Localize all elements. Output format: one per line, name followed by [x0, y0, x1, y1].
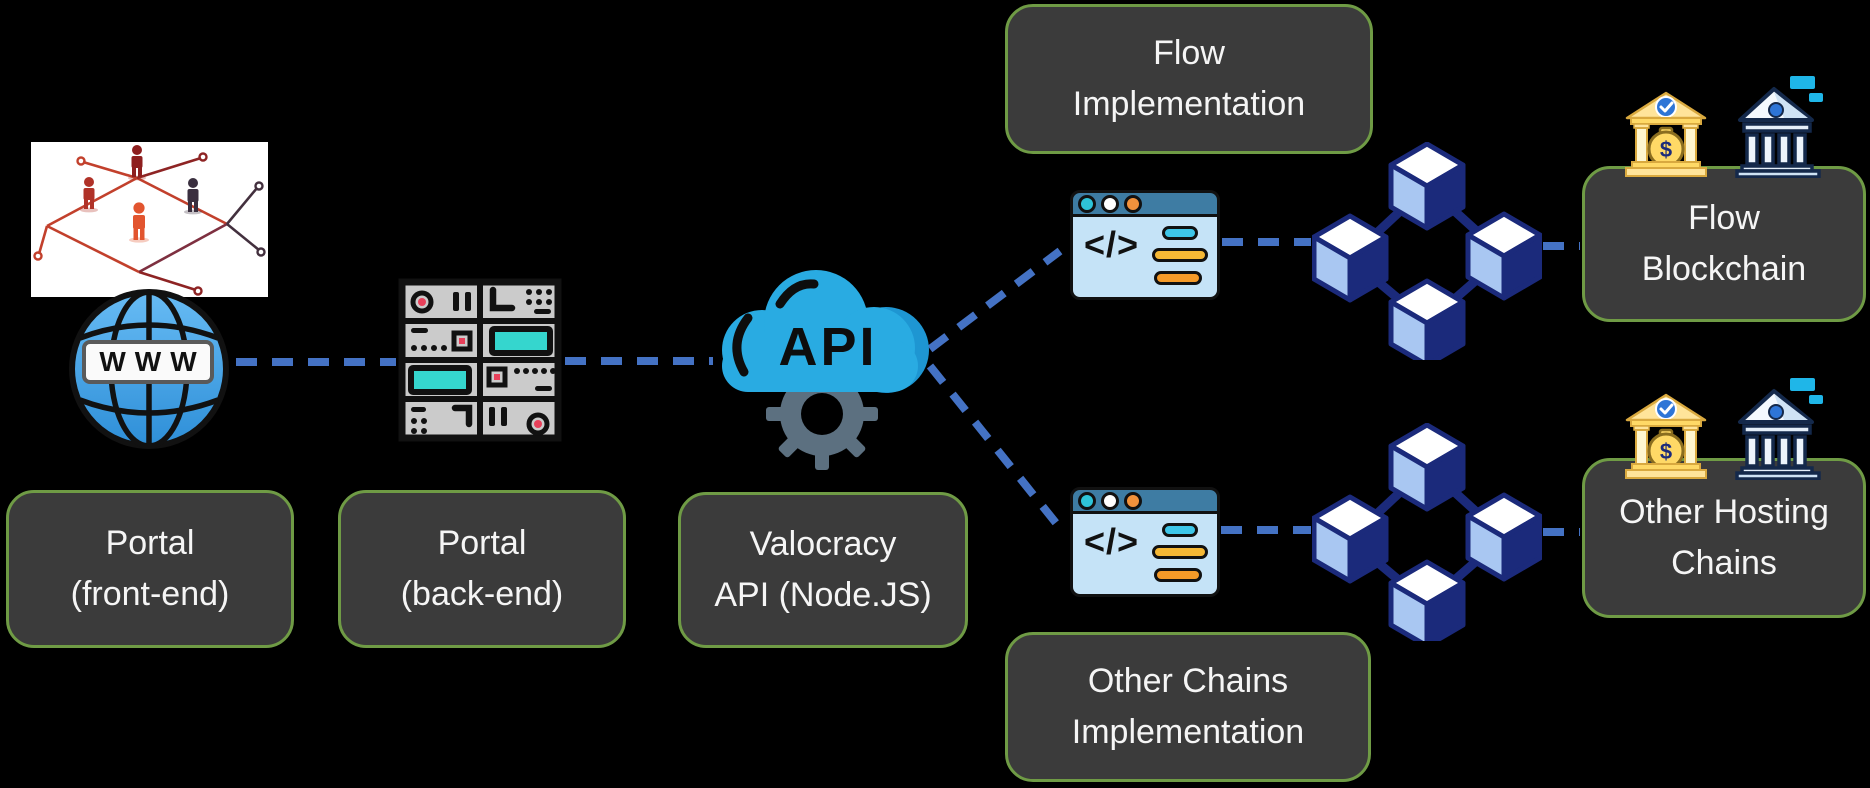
money-bag-dollar: $ — [1660, 137, 1672, 162]
node-label-line: Blockchain — [1641, 250, 1807, 288]
node-other-chains-implementation: Other Chains Implementation — [1005, 632, 1371, 782]
node-flow-blockchain: Flow Blockchain — [1582, 166, 1866, 322]
other-blockchain-network-icon — [1312, 423, 1542, 641]
window-dot-cyan-icon — [1078, 492, 1096, 510]
node-label-line: (back-end) — [400, 575, 564, 613]
code-symbol: </> — [1084, 521, 1140, 562]
team-network-image — [31, 142, 268, 297]
www-label: WWW — [99, 346, 206, 377]
connector-cloud-flowcode — [927, 247, 1063, 353]
flow-code-window-icon: </> — [1070, 190, 1220, 300]
node-label-line: Implementation — [1072, 85, 1306, 123]
code-line-orange — [1154, 568, 1202, 582]
node-label-line: Portal — [105, 524, 195, 562]
node-label-line: Portal — [437, 524, 527, 562]
server-icon — [398, 278, 562, 442]
www-banner: WWW — [82, 340, 214, 384]
flow-blockchain-network-icon — [1312, 142, 1542, 360]
code-line-yellow — [1152, 248, 1208, 262]
window-dot-orange-icon — [1124, 492, 1142, 510]
node-portal-backend: Portal (back-end) — [338, 490, 626, 648]
api-label: API — [778, 317, 878, 377]
node-label-line: (front-end) — [70, 575, 230, 613]
node-label-line: Flow — [1153, 34, 1225, 72]
window-dot-cyan-icon — [1078, 195, 1096, 213]
api-cloud-icon — [722, 270, 929, 393]
bank-chat-icon — [1735, 378, 1823, 480]
person-figures — [80, 145, 202, 243]
code-line-yellow — [1152, 545, 1208, 559]
bank-chat-icon — [1735, 76, 1823, 178]
other-code-window-icon: </> — [1070, 487, 1220, 597]
code-window-body — [1070, 511, 1220, 597]
node-label-line: Implementation — [1071, 713, 1305, 751]
node-valocracy-api: Valocracy API (Node.JS) — [678, 492, 968, 648]
team-network-sketch — [33, 145, 266, 296]
node-flow-implementation: Flow Implementation — [1005, 4, 1373, 154]
node-label-line: Other Hosting — [1619, 493, 1829, 531]
node-label-line: API (Node.JS) — [714, 576, 932, 614]
node-label-line: Flow — [1688, 199, 1760, 237]
node-label-line: Valocracy — [749, 525, 897, 563]
code-symbol: </> — [1084, 224, 1140, 265]
code-line-cyan — [1162, 523, 1198, 537]
window-dot-white-icon — [1101, 492, 1119, 510]
code-line-orange — [1154, 271, 1202, 285]
code-line-cyan — [1162, 226, 1198, 240]
bank-check-icon: $ — [1625, 393, 1707, 479]
bank-check-icon: $ — [1625, 91, 1707, 177]
money-bag-dollar: $ — [1660, 439, 1672, 464]
node-portal-frontend: Portal (front-end) — [6, 490, 294, 648]
window-dot-white-icon — [1101, 195, 1119, 213]
window-dot-orange-icon — [1124, 195, 1142, 213]
node-other-hosting-chains: Other Hosting Chains — [1582, 458, 1866, 618]
node-label-line: Chains — [1671, 544, 1777, 582]
node-label-line: Other Chains — [1087, 662, 1289, 700]
